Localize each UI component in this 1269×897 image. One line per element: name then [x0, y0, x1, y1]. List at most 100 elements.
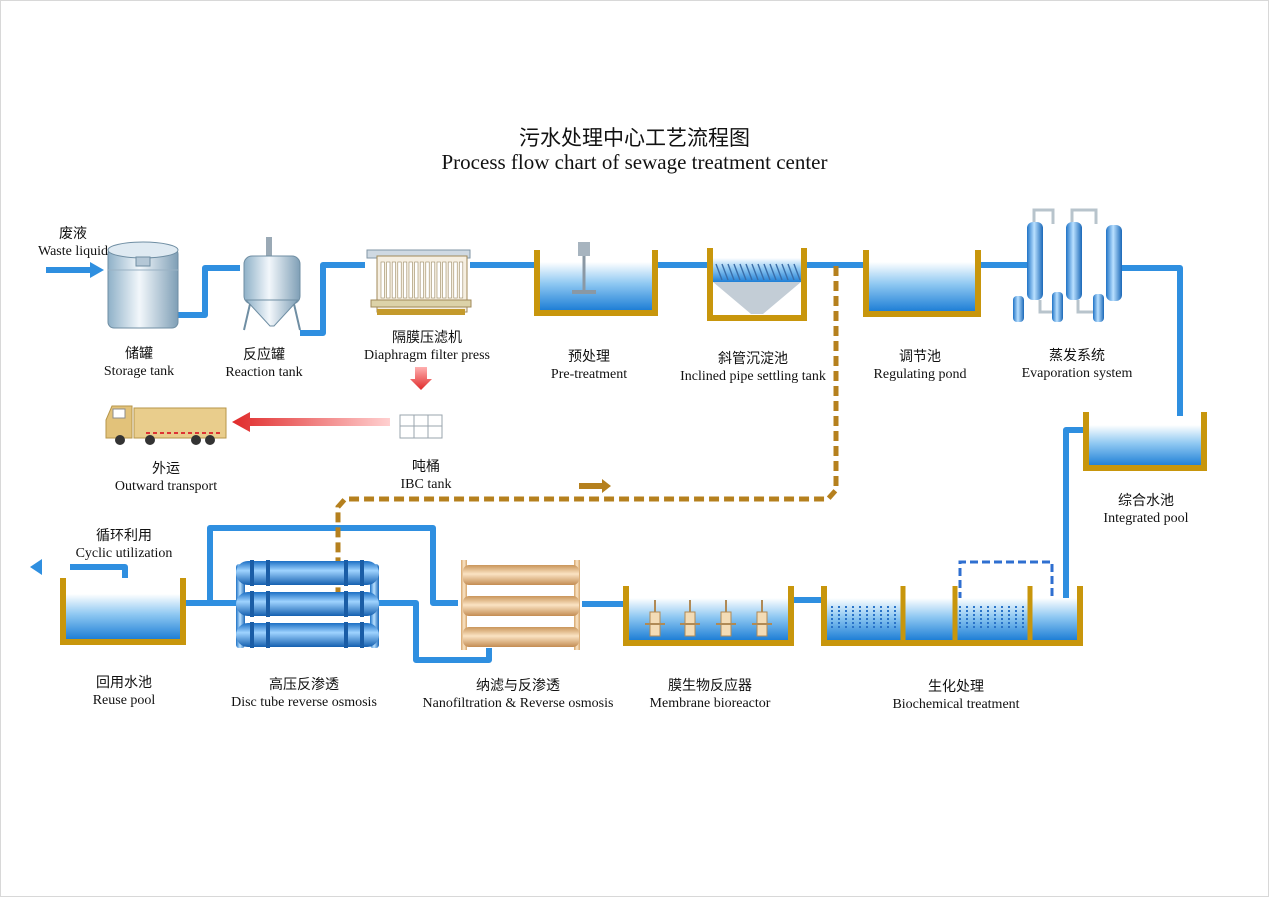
pipe-integrated-to-biochemical [1063, 427, 1088, 600]
biochemical-tanks [821, 586, 1083, 646]
integrated-pool-tank [1083, 412, 1207, 471]
press-plate [386, 261, 391, 299]
press-plate [380, 261, 385, 299]
pipe-nfro-to-dtro [378, 600, 492, 663]
label-reaction-tank: 反应罐 Reaction tank [214, 347, 314, 381]
vessel-flange [360, 591, 364, 617]
vessel-flange [250, 622, 254, 648]
label-regulating-pond: 调节池 Regulating pond [860, 349, 980, 383]
water-pipes [70, 262, 1183, 663]
label-en: Reaction tank [225, 365, 303, 380]
diagram-title-en: Process flow chart of sewage treatment c… [441, 150, 828, 174]
press-plate [408, 261, 413, 299]
label-zh: 斜管沉淀池 [718, 351, 788, 367]
inclined-tube [727, 263, 735, 281]
label-zh: 废液 [59, 226, 87, 242]
vessel-flange [360, 560, 364, 586]
label-storage-tank: 储罐 Storage tank [89, 346, 189, 380]
reuse-pool-tank [60, 578, 186, 645]
press-plate [436, 261, 441, 299]
label-cyclic-utilization: 循环利用 Cyclic utilization [64, 528, 184, 562]
label-en: Membrane bioreactor [649, 696, 771, 711]
label-nfro: 纳滤与反渗透 Nanofiltration & Reverse osmosis [412, 678, 624, 712]
label-outward-transport: 外运 Outward transport [101, 461, 231, 495]
label-settling-tank: 斜管沉淀池 Inclined pipe settling tank [673, 351, 833, 385]
vessel-flange [344, 560, 348, 586]
label-zh: 外运 [152, 461, 180, 477]
label-zh: 调节池 [899, 349, 941, 365]
ibc-to-truck-arrow [232, 412, 390, 432]
vessel-flange [266, 591, 270, 617]
inclined-tube [751, 263, 759, 281]
pipe-reuse-cyclic [70, 564, 128, 578]
label-zh: 高压反渗透 [269, 677, 339, 693]
inclined-tube [721, 263, 729, 281]
evaporation-columns [1013, 208, 1122, 322]
label-ibc-tank: 吨桶 IBC tank [381, 459, 471, 493]
label-zh: 隔膜压滤机 [392, 330, 462, 346]
pipe-storage-to-reaction [178, 265, 240, 318]
inclined-tube [733, 263, 741, 281]
label-zh: 储罐 [125, 346, 153, 362]
label-en: Evaporation system [1021, 366, 1133, 381]
nfro-membrane-vessels [461, 560, 580, 650]
sludge-direction-arrow [579, 479, 611, 493]
label-zh: 回用水池 [96, 675, 152, 691]
label-en: IBC tank [400, 477, 452, 492]
sludge-return-line [335, 266, 839, 600]
label-pretreatment: 预处理 Pre-treatment [539, 349, 639, 383]
inclined-tube [769, 263, 777, 281]
vessel-flange [250, 560, 254, 586]
label-zh: 生化处理 [928, 679, 984, 695]
inclined-tube [775, 263, 783, 281]
label-dtro: 高压反渗透 Disc tube reverse osmosis [219, 677, 389, 711]
pipe-bypass-to-reuse [207, 525, 458, 606]
label-reuse-pool: 回用水池 Reuse pool [74, 675, 174, 709]
label-filter-press: 隔膜压滤机 Diaphragm filter press [352, 330, 502, 364]
filter-press-machine [366, 249, 472, 315]
inclined-tube [715, 263, 723, 281]
press-plate [391, 261, 396, 299]
label-en: Cyclic utilization [75, 546, 173, 561]
inclined-tube [793, 263, 801, 281]
settling-tank [707, 248, 807, 321]
label-en: Integrated pool [1103, 511, 1189, 526]
ibc-tank-cage [399, 414, 443, 439]
inclined-tube [787, 263, 795, 281]
label-zh: 膜生物反应器 [668, 678, 752, 694]
vessel-flange [360, 622, 364, 648]
press-plate [459, 261, 464, 299]
vessel-flange [344, 622, 348, 648]
label-zh: 反应罐 [243, 347, 285, 363]
pretreatment-tank [534, 242, 658, 316]
label-en: Regulating pond [873, 367, 967, 382]
label-en: Waste liquid [37, 244, 109, 259]
vessel-flange [250, 591, 254, 617]
label-integrated-pool: 综合水池 Integrated pool [1086, 493, 1206, 527]
vessel-flange [266, 622, 270, 648]
label-zh: 纳滤与反渗透 [476, 678, 560, 694]
label-evaporation: 蒸发系统 Evaporation system [1007, 348, 1147, 382]
reaction-tank-vessel [243, 237, 301, 331]
label-en: Nanofiltration & Reverse osmosis [422, 696, 614, 711]
label-biochemical: 生化处理 Biochemical treatment [876, 679, 1036, 713]
press-plate [431, 261, 436, 299]
inclined-tube [763, 263, 771, 281]
press-to-ibc-arrow [410, 367, 432, 390]
press-plate [442, 261, 447, 299]
press-plate [414, 261, 419, 299]
press-plate [447, 261, 452, 299]
inclined-tube [745, 263, 753, 281]
label-zh: 蒸发系统 [1049, 348, 1105, 364]
label-en: Pre-treatment [550, 367, 628, 382]
pipe-evaporation-to-integrated [1122, 265, 1183, 416]
press-plate [397, 261, 402, 299]
press-plate [403, 261, 408, 299]
label-en: Storage tank [103, 364, 175, 379]
vessel-flange [266, 560, 270, 586]
label-zh: 吨桶 [412, 459, 440, 475]
press-plate [425, 261, 430, 299]
label-waste-liquid: 废液 Waste liquid [36, 226, 110, 260]
label-en: Outward transport [114, 479, 218, 494]
inclined-tube [781, 263, 789, 281]
